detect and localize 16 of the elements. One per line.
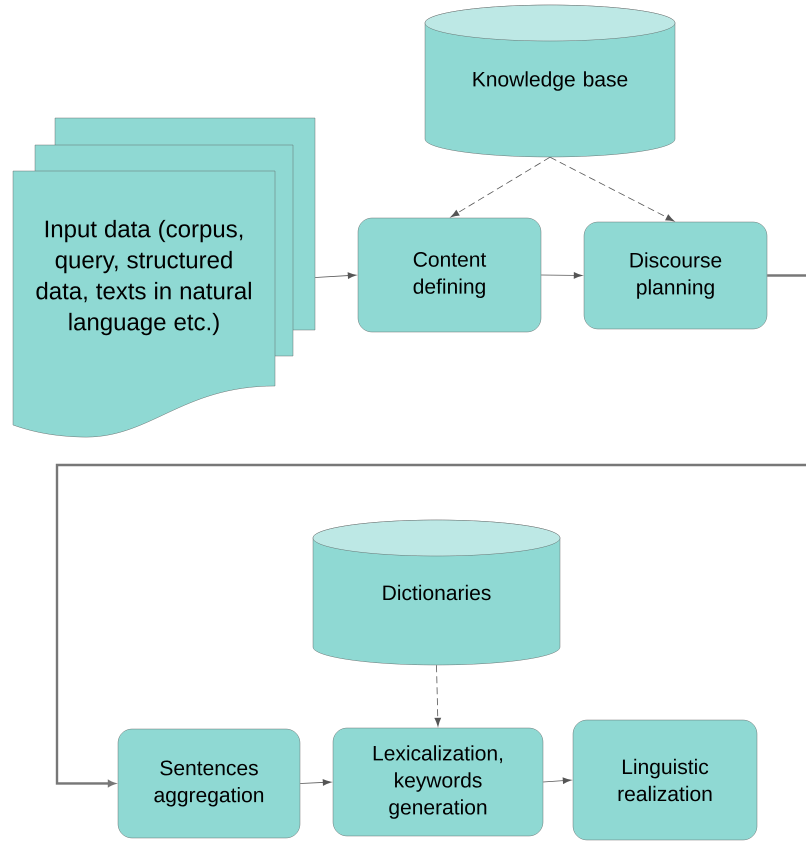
- document-stack: Input data (corpus, query, structured data, texts in natural language etc.): [12, 118, 316, 438]
- arrow: [300, 779, 332, 786]
- arrow: [542, 777, 572, 784]
- arrow: [450, 156, 550, 218]
- arrow: [434, 664, 441, 726]
- arrow: [56, 274, 806, 787]
- process-box: Sentences aggregation: [118, 728, 300, 838]
- arrow: [540, 272, 582, 279]
- arrow: [550, 156, 674, 222]
- process-box: Lexicalization, keywords generation: [332, 728, 544, 836]
- process-box: Discourse planning: [584, 222, 768, 330]
- process-box: Content defining: [358, 218, 542, 332]
- database-cylinder: Dictionaries: [312, 520, 560, 666]
- arrow: [314, 272, 356, 279]
- database-cylinder: Knowledge base: [424, 4, 676, 158]
- process-box: Linguistic realization: [572, 720, 758, 840]
